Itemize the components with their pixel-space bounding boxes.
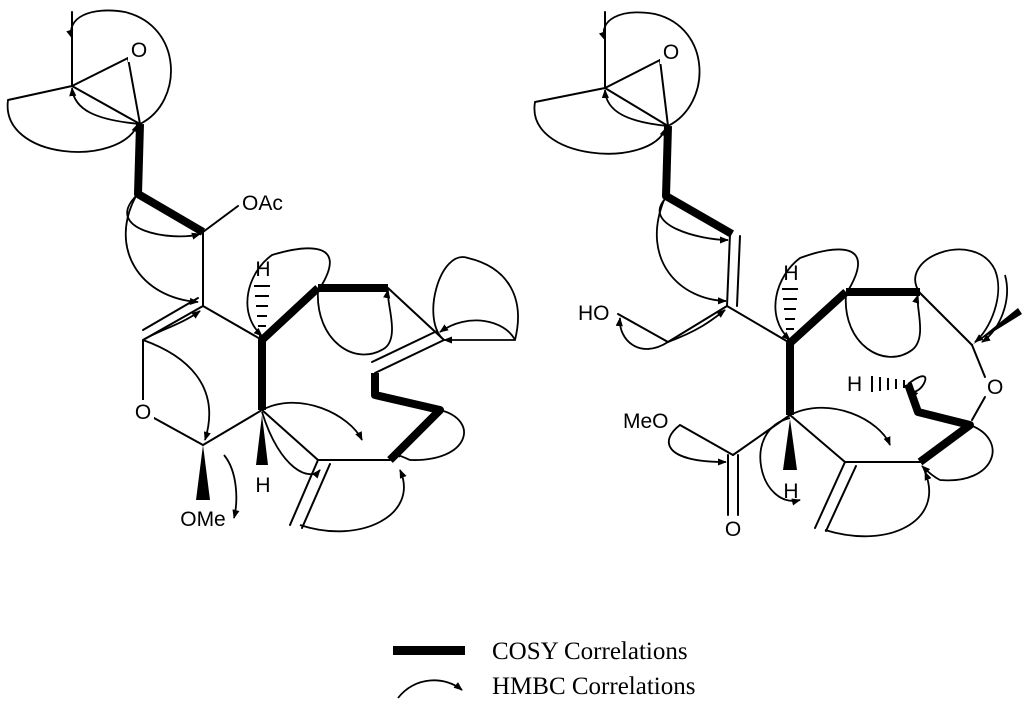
right-meo-label: MeO xyxy=(623,410,669,433)
left-wedge-h xyxy=(256,415,268,465)
right-h-bottom-label: H xyxy=(783,480,798,503)
right-structure: O H HO H O MeO H O xyxy=(533,11,1022,541)
right-epoxide-oxygen: O xyxy=(663,41,679,64)
left-cosy-bonds xyxy=(134,123,444,463)
hmbc-legend-arrow xyxy=(397,679,463,699)
right-hash-h-top xyxy=(782,288,798,340)
right-ho-label: HO xyxy=(578,302,610,325)
left-wedge-ome xyxy=(196,445,210,500)
cosy-legend-label: COSY Correlations xyxy=(492,638,688,665)
hmbc-legend-label: HMBC Correlations xyxy=(492,673,695,700)
left-structure: O OAc H O H OMe xyxy=(7,9,519,533)
left-oac-label: OAc xyxy=(242,192,283,215)
left-epoxide-oxygen: O xyxy=(131,39,147,62)
left-h-bottom-label: H xyxy=(255,474,270,497)
right-bonds xyxy=(534,11,986,532)
left-h-top-label: H xyxy=(255,258,270,281)
legend: COSY Correlations HMBC Correlations xyxy=(393,638,695,700)
right-hash-h-ether xyxy=(871,376,905,392)
left-ring-oxygen: O xyxy=(135,401,151,424)
right-h-top-label: H xyxy=(783,262,798,285)
left-hmbc-arrows xyxy=(7,9,519,533)
right-wedge-h xyxy=(783,419,797,470)
right-ether-oxygen: O xyxy=(987,376,1003,399)
left-ome-label: OMe xyxy=(180,508,226,531)
cosy-legend-swatch xyxy=(393,646,465,655)
left-bonds xyxy=(7,11,445,529)
right-carbonyl-oxygen: O xyxy=(725,518,741,541)
right-hmbc-arrows xyxy=(533,11,1008,538)
right-h-ether-label: H xyxy=(847,373,862,396)
right-cosy-bonds xyxy=(662,125,974,466)
